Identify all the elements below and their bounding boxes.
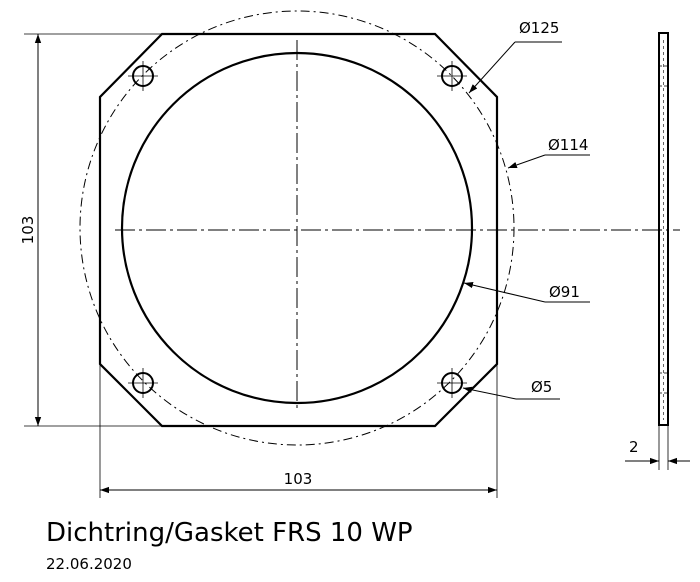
label-width: 103 xyxy=(284,470,313,488)
label-height: 103 xyxy=(19,216,37,245)
bolt-hole-bottom-left xyxy=(128,368,158,398)
side-view xyxy=(658,32,669,426)
bolt-hole-top-right xyxy=(437,61,467,91)
drawing-title: Dichtring/Gasket FRS 10 WP xyxy=(46,518,413,548)
label-hole-diameter: Ø5 xyxy=(531,378,552,396)
leader-outer-diameter xyxy=(507,154,590,169)
label-inner-diameter: Ø91 xyxy=(549,283,580,301)
height-dimension xyxy=(24,33,162,427)
leader-hole-diameter xyxy=(462,386,560,400)
thickness-dimension xyxy=(625,425,690,470)
bolt-hole-bottom-right xyxy=(437,368,467,398)
leader-pcd xyxy=(468,41,562,94)
leader-inner-diameter xyxy=(463,281,590,303)
bolt-circle xyxy=(79,10,515,446)
bolt-hole-top-left xyxy=(128,61,158,91)
gasket-outline xyxy=(98,32,499,428)
drawing-date: 22.06.2020 xyxy=(46,555,132,573)
label-pcd-diameter: Ø125 xyxy=(519,19,559,37)
label-outer-diameter: Ø114 xyxy=(548,136,588,154)
label-thickness: 2 xyxy=(629,438,639,456)
width-dimension xyxy=(99,364,498,498)
